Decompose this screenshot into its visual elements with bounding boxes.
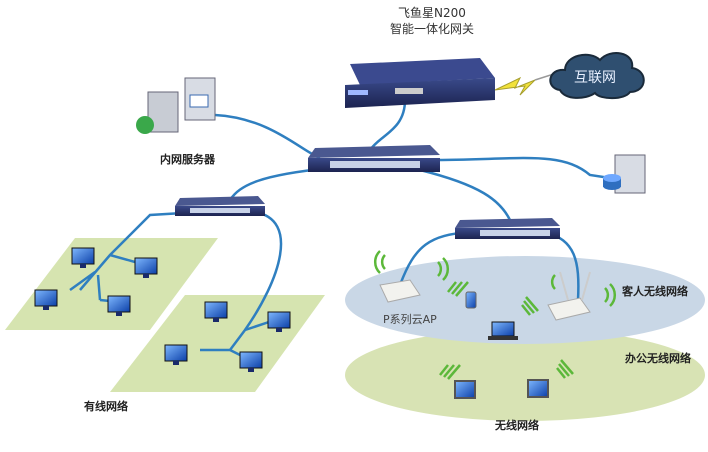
cloud-ap-right-icon	[547, 271, 591, 321]
wireless-network-label: 无线网络	[495, 419, 539, 432]
desktop-icon	[239, 351, 263, 372]
cables	[69, 99, 611, 362]
right-switch-icon	[455, 218, 560, 239]
internet-label: 互联网	[574, 70, 616, 86]
guest-wireless-label: 客人无线网络	[622, 285, 688, 298]
left-switch-icon	[175, 196, 265, 216]
desktop-icon	[34, 289, 58, 310]
wifi-signal-icons	[373, 250, 617, 380]
desktop-icon	[71, 247, 95, 268]
wired-network-label: 有线网络	[84, 400, 128, 413]
gateway-subtitle: 智能一体化网关	[389, 22, 474, 36]
core-switch-icon	[308, 145, 440, 172]
internet-cloud-icon: 互联网	[549, 52, 645, 100]
office-wireless-zone	[345, 329, 705, 421]
tablet-icon	[454, 380, 476, 399]
office-wireless-label: 办公无线网络	[625, 352, 691, 365]
desktop-icon	[134, 257, 158, 278]
phone-icon	[465, 291, 477, 309]
wired-zone-1	[5, 238, 218, 330]
intranet-server-icon	[136, 77, 216, 134]
database-server-icon	[603, 154, 646, 194]
laptop-icon	[488, 321, 518, 340]
desktop-icon	[107, 295, 131, 316]
guest-wireless-zone	[345, 256, 705, 344]
intranet-server-label: 内网服务器	[160, 153, 215, 166]
desktop-computers	[34, 247, 291, 372]
desktop-icon	[204, 301, 228, 322]
tablet-icon	[527, 379, 549, 398]
gateway-device-icon	[345, 58, 495, 108]
desktop-icon	[267, 311, 291, 332]
cloud-ap-label: P系列云AP	[383, 313, 437, 326]
lightning-icon	[494, 76, 536, 96]
gateway-title: 飞鱼星N200	[398, 6, 466, 20]
cloud-ap-left-icon	[379, 279, 421, 303]
desktop-icon	[164, 344, 188, 365]
